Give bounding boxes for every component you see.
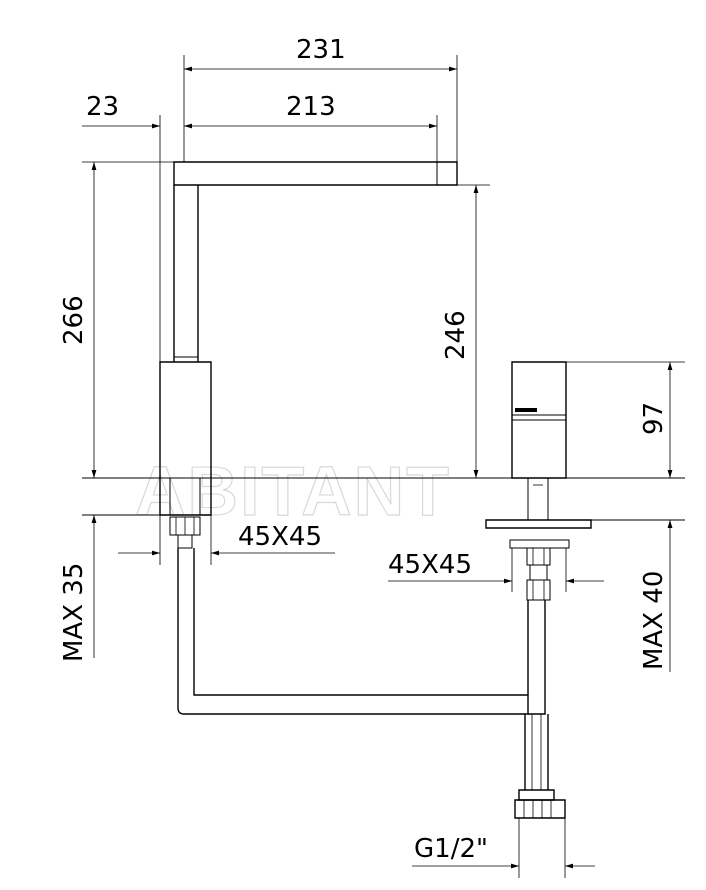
dim-thread: G1/2" xyxy=(412,818,595,878)
dim-max-35-label: MAX 35 xyxy=(59,563,89,662)
dim-213: 213 23 xyxy=(82,92,438,362)
dim-246: 246 xyxy=(441,184,490,478)
dim-97: 97 xyxy=(566,361,685,478)
dim-266-label: 266 xyxy=(59,295,89,345)
dim-45x45-left-label: 45X45 xyxy=(238,522,322,552)
dim-45x45-right-label: 45X45 xyxy=(388,550,472,580)
dim-45x45-left: 45X45 xyxy=(118,515,335,565)
dim-max-35: MAX 35 xyxy=(59,515,97,662)
dim-max-40-label: MAX 40 xyxy=(639,571,669,670)
dim-max-40: MAX 40 xyxy=(639,520,673,672)
watermark-text: ABITANT xyxy=(135,452,451,530)
dim-246-label: 246 xyxy=(441,310,471,360)
dim-213-label: 213 xyxy=(286,92,336,122)
dim-23-label: 23 xyxy=(86,92,119,122)
dim-231: 231 xyxy=(183,35,458,162)
faucet-body xyxy=(159,161,458,549)
flex-hose xyxy=(177,548,566,819)
dim-231-label: 231 xyxy=(296,35,346,65)
dim-97-label: 97 xyxy=(639,402,669,435)
dim-45x45-right: 45X45 xyxy=(388,548,604,592)
dim-266: 266 xyxy=(59,161,174,478)
dim-thread-label: G1/2" xyxy=(414,834,488,864)
mixer-handle xyxy=(485,361,592,601)
